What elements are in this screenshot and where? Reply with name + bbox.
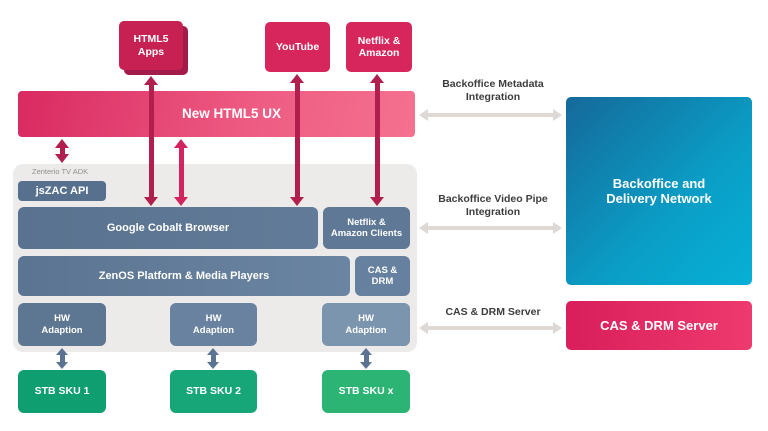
- arrow-shaft: [210, 353, 216, 364]
- arrow-shaft: [426, 326, 555, 330]
- hw-adaption-1-label: HW Adaption: [41, 313, 83, 336]
- arrow-backoffice-metadata: [419, 109, 562, 121]
- arrow-ux-cobalt: [174, 139, 188, 206]
- netflix-amazon-label: Netflix & Amazon: [357, 34, 401, 59]
- html5-apps-box: HTML5 Apps: [119, 21, 188, 75]
- arrow-shaft: [178, 146, 184, 199]
- backoffice-delivery-network-box: Backoffice and Delivery Network: [566, 97, 752, 285]
- cas-drm-server-box: CAS & DRM Server: [566, 301, 752, 350]
- cas-drm-label: CAS & DRM: [367, 264, 398, 287]
- hw-adaption-3-box: HW Adaption: [322, 303, 410, 346]
- arrow-shaft: [426, 113, 555, 117]
- arrow-shaft: [59, 353, 65, 364]
- arrow-shaft: [374, 81, 380, 199]
- stb-sku-x-box: STB SKU x: [322, 370, 410, 413]
- arrow-youtube-cobalt: [290, 74, 304, 206]
- arrow-ux-adk: [55, 139, 69, 163]
- cas-drm-box: CAS & DRM: [355, 256, 410, 296]
- arrow-shaft: [59, 146, 65, 156]
- jszac-api-box: jsZAC API: [18, 181, 106, 201]
- arrow-hw1-stb1: [56, 348, 68, 369]
- google-cobalt-browser-label: Google Cobalt Browser: [106, 221, 230, 234]
- hw-adaption-3-label: HW Adaption: [345, 313, 387, 336]
- youtube-label: YouTube: [275, 40, 320, 53]
- zenterio-adk-label: Zenterio TV ADK: [32, 167, 89, 176]
- arrow-netflix-clients: [370, 74, 384, 206]
- backoffice-metadata-integration-label: Backoffice Metadata Integration: [442, 78, 544, 103]
- netflix-amazon-clients-box: Netflix & Amazon Clients: [323, 207, 410, 249]
- html5-apps-box-front: HTML5 Apps: [119, 21, 183, 70]
- stb-sku-2-box: STB SKU 2: [170, 370, 257, 413]
- arrow-shaft: [426, 226, 555, 230]
- stb-sku-2-label: STB SKU 2: [186, 385, 241, 398]
- cas-drm-server-connection-label: CAS & DRM Server: [445, 306, 541, 318]
- arrow-hw2-stb2: [207, 348, 219, 369]
- html5-apps-label: HTML5 Apps: [133, 33, 169, 58]
- arrow-shaft: [294, 81, 300, 199]
- arrow-cas-drm-server: [419, 322, 562, 334]
- new-html5-ux-label: New HTML5 UX: [181, 106, 281, 122]
- backoffice-video-pipe-integration-label: Backoffice Video Pipe Integration: [438, 193, 548, 218]
- stb-sku-1-box: STB SKU 1: [18, 370, 106, 413]
- arrow-shaft: [148, 83, 154, 199]
- hw-adaption-2-box: HW Adaption: [170, 303, 257, 346]
- zenos-platform-box: ZenOS Platform & Media Players: [18, 256, 350, 296]
- arrow-html5apps-cobalt: [144, 76, 158, 206]
- arrow-shaft: [363, 353, 369, 364]
- hw-adaption-1-box: HW Adaption: [18, 303, 106, 346]
- hw-adaption-2-label: HW Adaption: [192, 313, 235, 336]
- jszac-api-label: jsZAC API: [35, 184, 89, 197]
- arrow-hw3-stbx: [360, 348, 372, 369]
- stb-sku-x-label: STB SKU x: [338, 385, 394, 398]
- backoffice-delivery-network-label: Backoffice and Delivery Network: [606, 175, 712, 206]
- netflix-amazon-box: Netflix & Amazon: [346, 22, 412, 72]
- youtube-box: YouTube: [265, 22, 330, 72]
- new-html5-ux-bar: New HTML5 UX: [18, 91, 415, 137]
- cas-drm-server-box-label: CAS & DRM Server: [600, 317, 718, 333]
- arrow-backoffice-video-pipe: [419, 222, 562, 234]
- netflix-amazon-clients-label: Netflix & Amazon Clients: [330, 216, 403, 239]
- zenos-platform-label: ZenOS Platform & Media Players: [98, 269, 270, 282]
- google-cobalt-browser-box: Google Cobalt Browser: [18, 207, 318, 249]
- stb-sku-1-label: STB SKU 1: [34, 385, 90, 398]
